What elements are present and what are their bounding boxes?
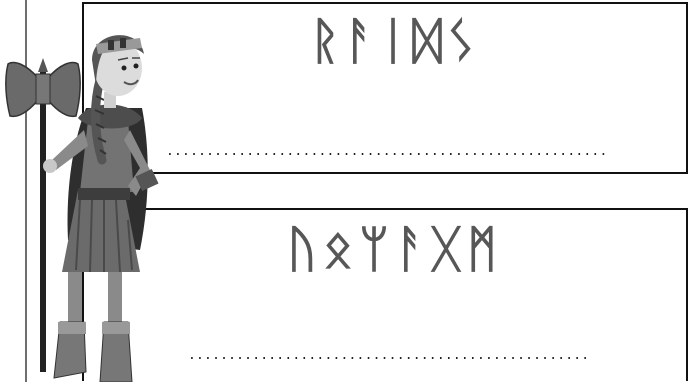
- answer-line-1[interactable]: ........................................…: [166, 144, 610, 159]
- answer-line-2[interactable]: ........................................…: [188, 348, 588, 363]
- rune-word-2: ᚢᛟᛘᚨᚷᛗ: [287, 220, 503, 278]
- rune-word-1: ᚱᚨᛁᛞᛊ: [310, 12, 480, 70]
- page-margin-line: [25, 0, 27, 382]
- rune-card-1: ᚱᚨᛁᛞᛊ ..................................…: [82, 2, 688, 174]
- viking-woman-illustration: [5, 35, 159, 382]
- battle-axe-icon: [5, 58, 81, 372]
- rune-card-2: ᚢᛟᛘᚨᚷᛗ .................................…: [82, 208, 688, 381]
